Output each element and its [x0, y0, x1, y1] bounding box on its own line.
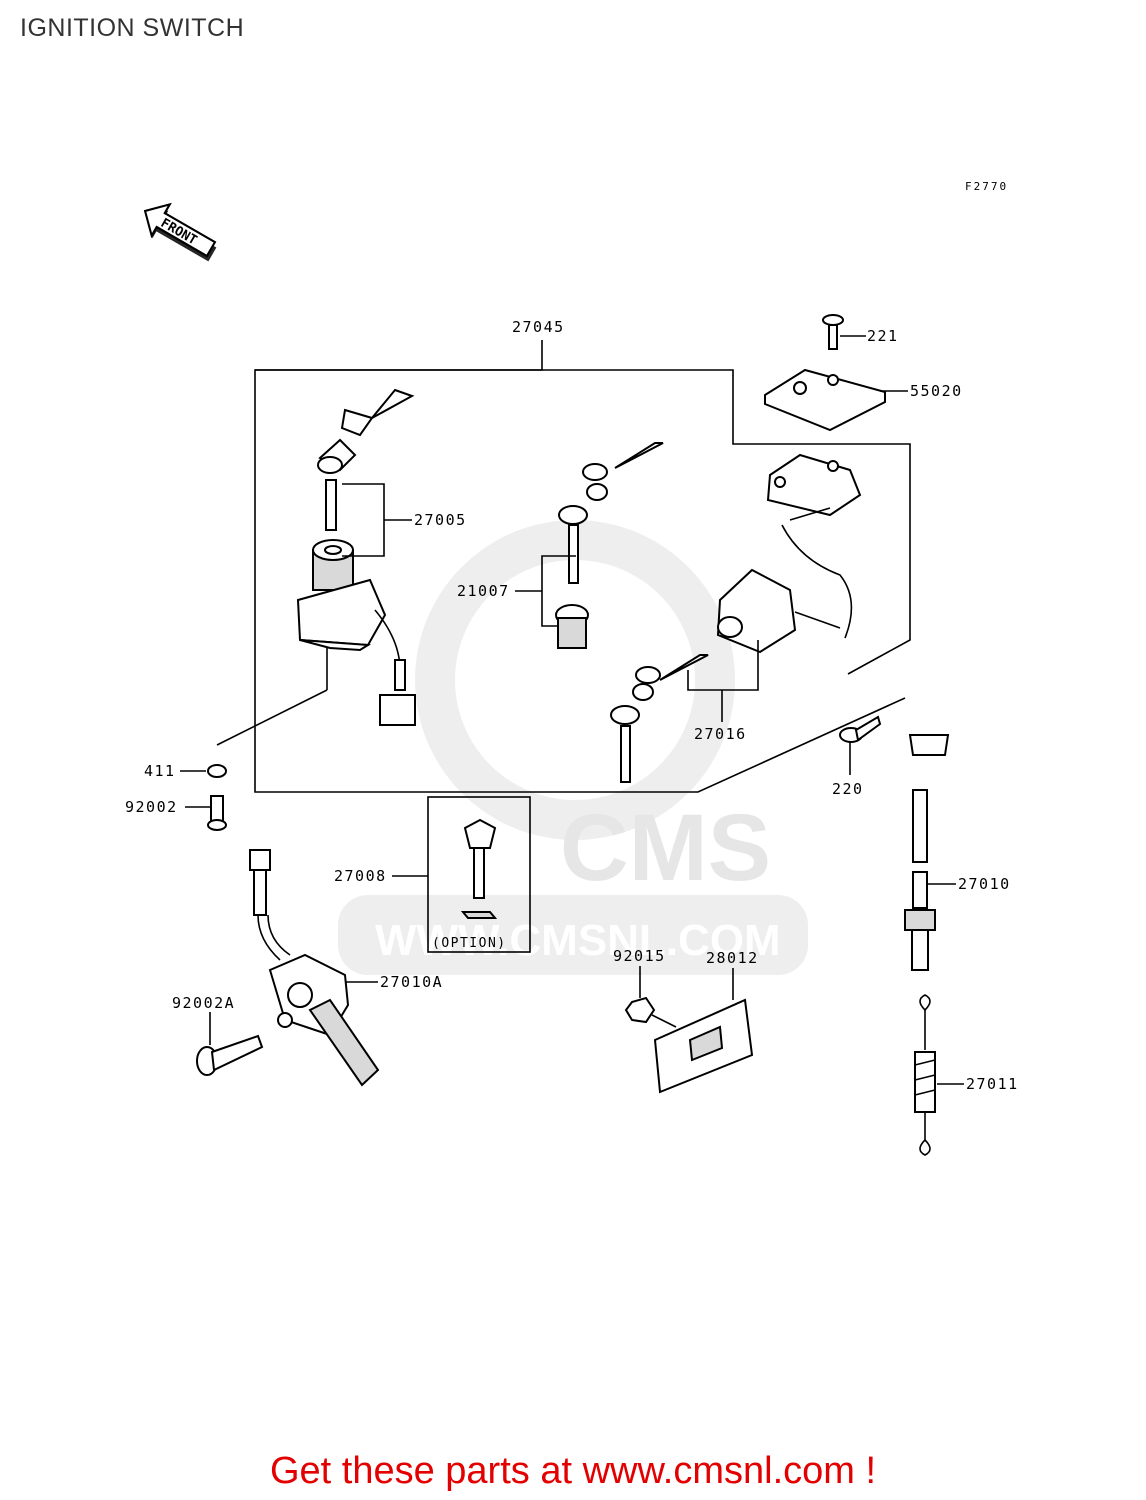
label-27005: 27005 — [414, 511, 467, 529]
nut-92015 — [624, 996, 656, 1024]
label-411: 411 — [144, 762, 176, 780]
switch-27010 — [904, 734, 950, 971]
screw-220 — [839, 715, 882, 743]
label-27016: 27016 — [694, 725, 747, 743]
label-27010A: 27010A — [380, 973, 443, 991]
label-plate-28012 — [653, 998, 754, 1094]
label-92002A: 92002A — [172, 994, 235, 1012]
bolt-92002 — [207, 795, 227, 831]
set-outline — [254, 340, 906, 793]
ignition-switch-27005 — [296, 388, 416, 726]
bolt-92002A — [196, 1034, 264, 1076]
footer-promo-link[interactable]: Get these parts at www.cmsnl.com ! — [269, 1450, 877, 1492]
label-221: 221 — [867, 327, 899, 345]
label-220: 220 — [832, 780, 864, 798]
label-27008: 27008 — [334, 867, 387, 885]
label-27010: 27010 — [958, 875, 1011, 893]
watermark: CMS WWW.CMSNL.COM — [338, 520, 808, 975]
washer-411 — [207, 764, 227, 778]
spring-27011 — [914, 994, 936, 1156]
option-key-27008 — [460, 818, 498, 919]
option-box — [427, 796, 531, 953]
screw-221 — [822, 314, 844, 350]
label-27045: 27045 — [512, 318, 565, 336]
switch-27010A — [249, 849, 380, 1087]
page-title: IGNITION SWITCH — [20, 14, 245, 42]
ignition-switch-diagram: CMS WWW.CMSNL.COM F2770 FRONT 27045 221 … — [125, 180, 1019, 1156]
label-21007: 21007 — [457, 582, 510, 600]
label-27011: 27011 — [966, 1075, 1019, 1093]
label-92002: 92002 — [125, 798, 178, 816]
label-27008-note: (OPTION) — [432, 936, 507, 951]
figure-code: F2770 — [965, 180, 1008, 193]
label-28012: 28012 — [706, 949, 759, 967]
front-arrow: FRONT — [143, 202, 217, 262]
seat-lock-27016 — [610, 524, 853, 783]
bracket — [766, 453, 862, 521]
watermark-url: WWW.CMSNL.COM — [375, 916, 781, 965]
label-92015: 92015 — [613, 947, 666, 965]
lock-21007 — [555, 442, 664, 649]
watermark-brand: CMS — [560, 795, 771, 901]
label-55020: 55020 — [910, 382, 963, 400]
cover-plate-55020 — [764, 368, 886, 432]
